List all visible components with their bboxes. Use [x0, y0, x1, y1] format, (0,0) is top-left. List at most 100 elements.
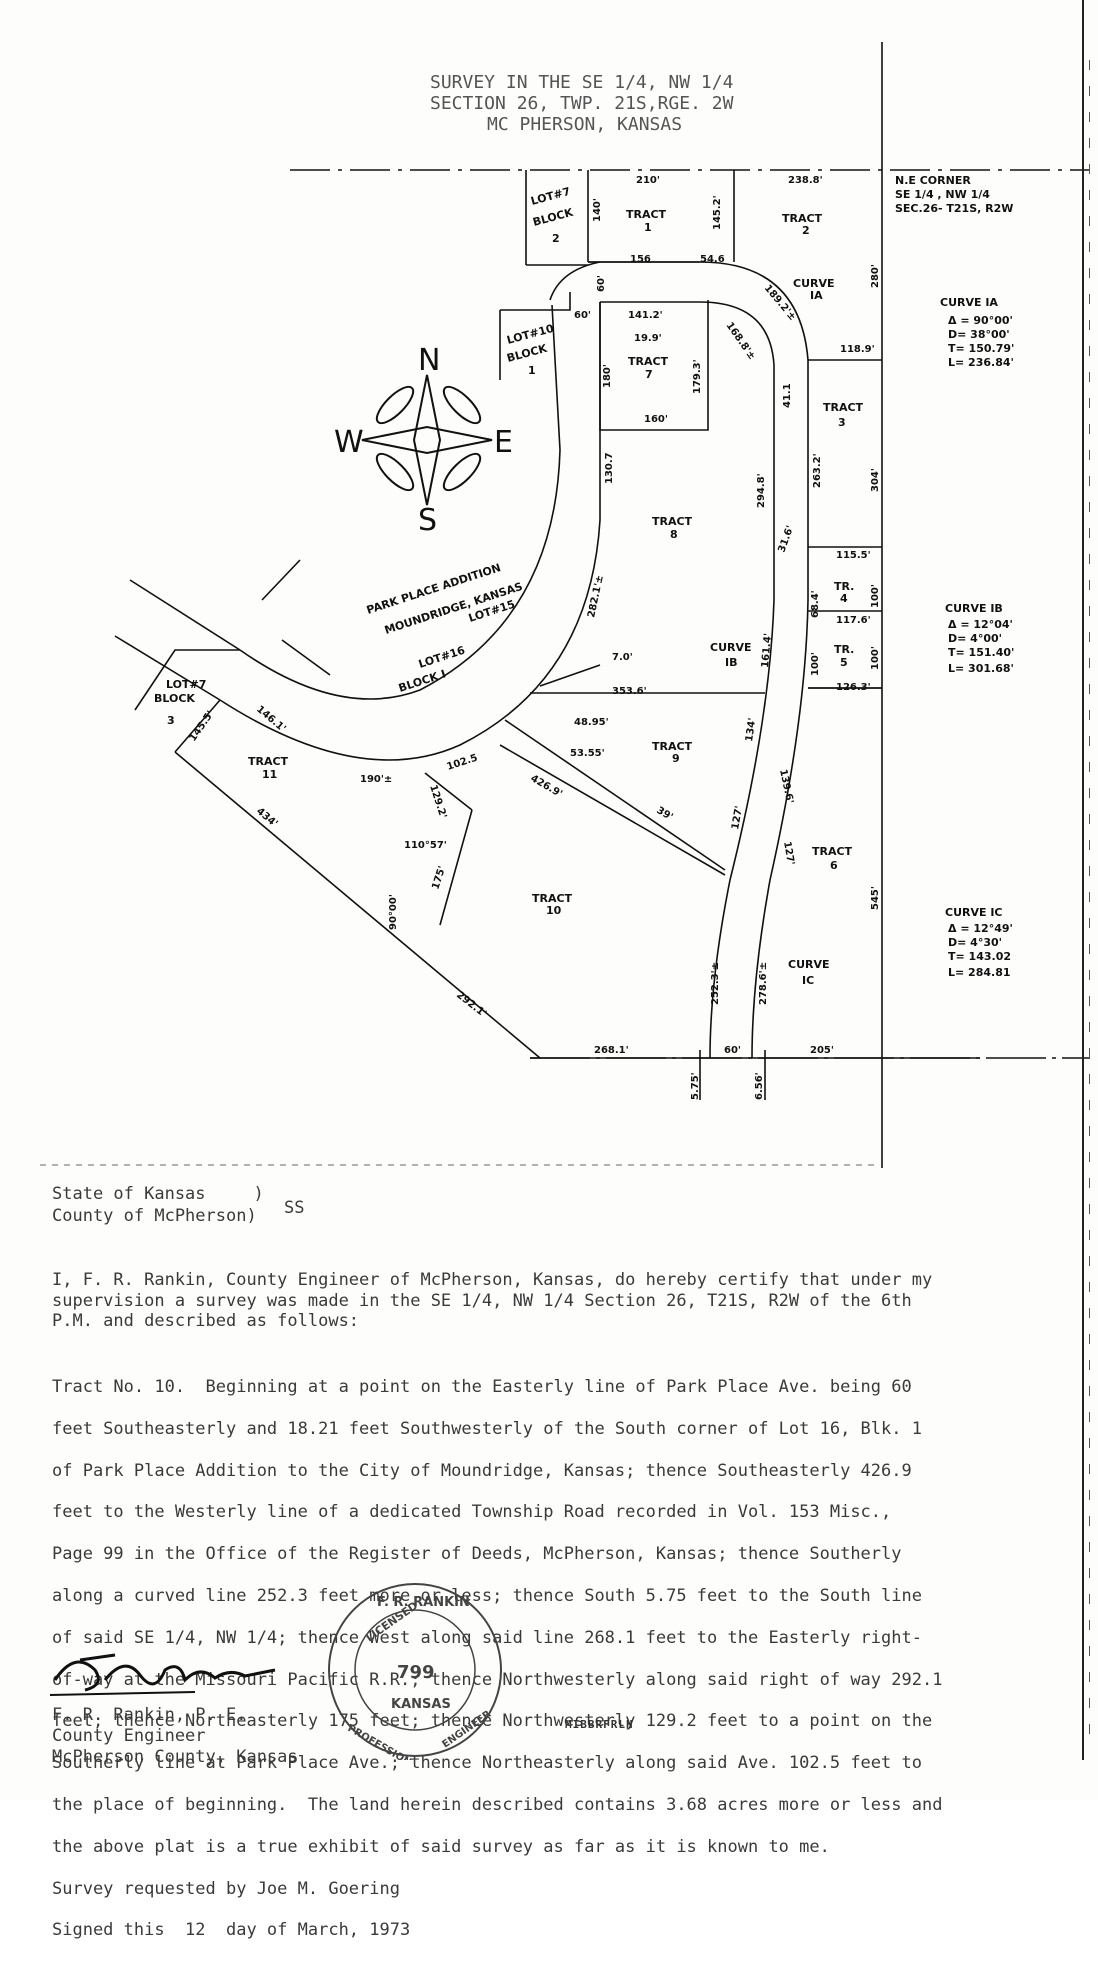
svg-text:278.6'±: 278.6'± — [758, 962, 769, 1005]
svg-text:LOT#7: LOT#7 — [529, 185, 571, 208]
survey-document: SURVEY IN THE SE 1/4, NW 1/4 SECTION 26,… — [40, 0, 1090, 1941]
title-line-2: SECTION 26, TWP. 21S,RGE. 2W — [430, 93, 734, 114]
svg-text:68.4': 68.4' — [810, 590, 821, 618]
svg-text:292.1': 292.1' — [454, 990, 488, 1020]
county-line: County of McPherson) — [52, 1206, 257, 1226]
svg-text:TRACT: TRACT — [823, 401, 864, 414]
svg-text:L= 301.68': L= 301.68' — [948, 662, 1014, 675]
svg-text:T= 151.40': T= 151.40' — [948, 646, 1014, 659]
svg-text:118.9': 118.9' — [840, 344, 875, 355]
svg-text:210': 210' — [636, 175, 660, 186]
svg-text:IA: IA — [810, 289, 823, 302]
svg-text:146.1': 146.1' — [254, 704, 288, 735]
svg-text:54.6: 54.6 — [700, 254, 725, 265]
svg-text:60': 60' — [596, 275, 607, 292]
svg-text:130.7: 130.7 — [604, 452, 615, 484]
page-edge-line — [1082, 0, 1084, 1760]
svg-text:145.5': 145.5' — [187, 709, 216, 744]
svg-text:60': 60' — [724, 1045, 741, 1056]
svg-text:280': 280' — [870, 264, 881, 288]
svg-text:545': 545' — [870, 886, 881, 910]
signed-line: Signed this 12 day of March, 1973 — [52, 1920, 411, 1941]
svg-text:141.2': 141.2' — [628, 310, 663, 321]
tract-line: the place of beginning. The land herein … — [52, 1795, 943, 1816]
tract-line: the above plat is a true exhibit of said… — [52, 1836, 830, 1857]
svg-text:7.0': 7.0' — [612, 652, 633, 663]
svg-text:BLOCK: BLOCK — [531, 206, 574, 229]
svg-text:3: 3 — [838, 416, 846, 429]
svg-text:134': 134' — [744, 717, 758, 742]
svg-text:268.1': 268.1' — [594, 1045, 629, 1056]
svg-text:48.95': 48.95' — [574, 717, 609, 728]
svg-text:90°00': 90°00' — [388, 894, 399, 930]
svg-text:102.5: 102.5 — [446, 753, 480, 773]
plat-dimensions: 210' 238.8' 140' 145.2' 156 54.6 280' 60… — [187, 175, 881, 1100]
svg-text:TRACT: TRACT — [628, 355, 669, 368]
svg-text:160': 160' — [644, 414, 668, 425]
svg-text:9: 9 — [672, 752, 680, 765]
tract-line: of said SE 1/4, NW 1/4; thence West alon… — [52, 1627, 922, 1648]
svg-text:799: 799 — [397, 1662, 435, 1683]
svg-text:F. R. RANKIN: F. R. RANKIN — [377, 1595, 470, 1610]
request-line: Survey requested by Joe M. Goering — [52, 1878, 400, 1899]
svg-text:1: 1 — [528, 364, 536, 377]
svg-text:161.4': 161.4' — [760, 633, 774, 669]
curve-1a-data: CURVE IA Δ = 90°00' D= 38°00' T= 150.79'… — [940, 296, 1014, 369]
ss-mark: SS — [284, 1198, 305, 1218]
compass-w: W — [334, 425, 364, 460]
svg-text:Δ = 12°49': Δ = 12°49' — [948, 922, 1013, 935]
handwritten-signature — [49, 1653, 276, 1696]
svg-text:T= 143.02: T= 143.02 — [948, 950, 1011, 963]
state-line: State of Kansas) — [52, 1184, 264, 1204]
svg-text:5: 5 — [840, 656, 848, 669]
svg-text:TRACT: TRACT — [782, 212, 823, 225]
tract-line: of Park Place Addition to the City of Mo… — [52, 1460, 912, 1481]
svg-text:238.8': 238.8' — [788, 175, 823, 186]
svg-text:3: 3 — [167, 714, 175, 727]
svg-text:Δ = 90°00': Δ = 90°00' — [948, 314, 1013, 327]
svg-text:39': 39' — [655, 805, 675, 823]
svg-text:TRACT: TRACT — [248, 755, 289, 768]
svg-text:L= 236.84': L= 236.84' — [948, 356, 1014, 369]
svg-text:SE 1/4 , NW 1/4: SE 1/4 , NW 1/4 — [895, 188, 990, 201]
svg-text:41.1: 41.1 — [782, 383, 793, 408]
svg-text:205': 205' — [810, 1045, 834, 1056]
svg-text:PROFESSIONAL: PROFESSIONAL — [346, 1723, 426, 1760]
svg-text:7: 7 — [645, 368, 653, 381]
svg-text:180': 180' — [602, 364, 613, 388]
svg-text:CURVE: CURVE — [788, 958, 830, 971]
svg-text:D= 4°00': D= 4°00' — [948, 632, 1002, 645]
svg-text:BLOCK I: BLOCK I — [397, 667, 448, 694]
svg-text:100': 100' — [810, 652, 821, 676]
curve-1b-data: CURVE IB Δ = 12°04' D= 4°00' T= 151.40' … — [945, 602, 1014, 675]
svg-text:L= 284.81: L= 284.81 — [948, 966, 1011, 979]
svg-text:6: 6 — [830, 859, 838, 872]
svg-text:8: 8 — [670, 528, 678, 541]
svg-text:T= 150.79': T= 150.79' — [948, 342, 1014, 355]
svg-text:127': 127' — [730, 805, 745, 830]
tract-line: feet; thence Northeasterly 175 feet; the… — [52, 1711, 933, 1732]
svg-text:60': 60' — [574, 310, 591, 321]
tract-line: Tract No. 10. Beginning at a point on th… — [52, 1376, 912, 1397]
svg-text:D= 38°00': D= 38°00' — [948, 328, 1010, 341]
svg-text:353.6': 353.6' — [612, 686, 647, 697]
ne-corner-label: N.E CORNER SE 1/4 , NW 1/4 SEC.26- T21S,… — [895, 174, 1013, 215]
svg-text:IC: IC — [802, 974, 814, 987]
svg-text:4: 4 — [840, 592, 848, 605]
svg-text:100': 100' — [870, 584, 881, 608]
svg-text:179.3': 179.3' — [692, 359, 703, 394]
tract-line: feet Southeasterly and 18.21 feet Southw… — [52, 1418, 922, 1439]
page-edge-dash — [1089, 60, 1090, 1740]
tract-line: of-way at the Missouri Pacific R.R.; the… — [52, 1669, 943, 1690]
svg-text:252.3'±: 252.3'± — [710, 962, 721, 1005]
svg-text:TR.: TR. — [834, 580, 854, 593]
svg-text:LOT#10: LOT#10 — [505, 322, 555, 347]
compass-s: S — [418, 503, 437, 538]
svg-text:LOT#16: LOT#16 — [417, 644, 467, 671]
signer-title: County Engineer — [52, 1726, 206, 1746]
svg-text:31.6': 31.6' — [776, 524, 796, 554]
svg-text:5.75': 5.75' — [690, 1072, 701, 1100]
svg-text:117.6': 117.6' — [836, 615, 871, 626]
tract-line: along a curved line 252.3 feet more or l… — [52, 1585, 922, 1606]
svg-text:426.9': 426.9' — [529, 773, 565, 800]
